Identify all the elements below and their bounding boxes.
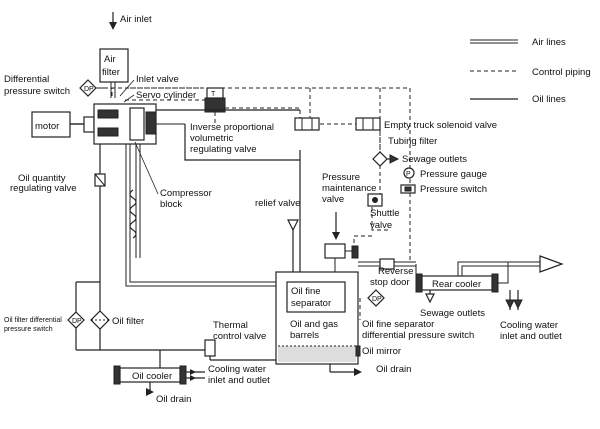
cw-left-label-1: Cooling water [208, 364, 266, 375]
servo-cylinder: T [204, 87, 226, 124]
air-outlet-arrow [539, 255, 564, 273]
control-line-top [130, 87, 411, 200]
air-inlet-label: Air inlet [120, 14, 152, 25]
sewage-outlets-bottom-label: Sewage outlets [420, 308, 485, 319]
oil-qty-label-2: regulating valve [10, 183, 77, 194]
legend: Air lines Control piping Oil lines [470, 37, 591, 105]
oil-filter-dp-label-2: pressure switch [4, 326, 53, 333]
svg-text:T: T [211, 91, 216, 98]
ofs-dp-label-1: Oil fine separator [362, 319, 434, 330]
relief-valve [287, 219, 299, 232]
pressure-gauge [403, 167, 415, 179]
empty-truck-label: Empty truck solenoid valve [384, 120, 497, 131]
pressure-maintenance-valve [324, 243, 346, 259]
air-inlet-group: Air inlet Air filter [99, 12, 152, 98]
pressure-switch-label: Pressure switch [420, 184, 487, 195]
relief-valve-label: relief valve [255, 198, 300, 209]
pressure-gauge-label: Pressure gauge [420, 169, 487, 180]
tubing-filter-label: Tubing filter [388, 136, 437, 147]
oil-gas-barrel: Oil fine separator Oil and gas barrels [275, 271, 361, 365]
svg-text:filter: filter [102, 67, 120, 78]
air-filter [99, 48, 129, 83]
pmv-label-2: maintenance [322, 183, 376, 194]
shuttle-label-1: Shuttle [370, 208, 400, 219]
thermal-label-1: Thermal [213, 320, 248, 331]
legend-oil-label: Oil lines [532, 94, 566, 105]
svg-text:Oil cooler: Oil cooler [132, 371, 172, 382]
oil-mirror [355, 345, 361, 357]
inverse-regulating-label-3: regulating valve [190, 144, 257, 155]
sewage-outlets-top-label: Sewage outlets [402, 154, 467, 165]
compressor-label-2: block [160, 199, 182, 210]
svg-text:separator: separator [291, 298, 331, 309]
svg-text:pressure switch: pressure switch [4, 86, 70, 97]
reverse-stop-door [379, 258, 395, 270]
oil-drain-left-label: Oil drain [156, 394, 191, 405]
svg-text:motor: motor [35, 121, 59, 132]
svg-text:Air: Air [104, 54, 116, 65]
svg-text:P: P [406, 171, 411, 178]
svg-text:barrels: barrels [290, 330, 319, 341]
legend-control-label: Control piping [532, 67, 591, 78]
cw-left-label-2: inlet and outlet [208, 375, 270, 386]
motor: motor [31, 111, 95, 138]
svg-text:Differential: Differential [4, 74, 49, 85]
inlet-valve-label: Inlet valve [136, 74, 179, 85]
legend-air-label: Air lines [532, 37, 566, 48]
reverse-label-1: Reverse [378, 266, 413, 277]
inverse-regulating-label-2: volumetric [190, 133, 234, 144]
flex-hose [129, 189, 137, 239]
oil-filter-dp-label-1: Oil filter differential [4, 317, 62, 324]
pmv-label-1: Pressure [322, 172, 360, 183]
servo-cylinder-label: Servo cylinder [136, 90, 196, 101]
svg-text:DP: DP [84, 86, 94, 93]
oil-drain-right-label: Oil drain [376, 364, 411, 375]
oil-fine-separator [286, 281, 346, 313]
cw-right-label-2: inlet and outlet [500, 331, 562, 342]
svg-text:DP: DP [72, 318, 82, 325]
svg-text:DP: DP [372, 296, 382, 303]
thermal-control-valve [204, 339, 216, 357]
oil-level [278, 346, 356, 362]
compressor-label-1: Compressor [160, 188, 212, 199]
inverse-regulating-label-1: Inverse proportional [190, 122, 274, 133]
cw-right-label-1: Cooling water [500, 320, 558, 331]
oil-cooler: Oil cooler [113, 365, 205, 385]
oil-qty-label-1: Oil quantity [18, 173, 66, 184]
oil-mirror-label: Oil mirror [362, 346, 401, 357]
rear-cooler: Rear cooler [415, 273, 499, 293]
ofs-dp-switch [367, 289, 385, 307]
reverse-label-2: stop door [370, 277, 410, 288]
pmv-label-3: valve [322, 194, 344, 205]
compressor-block [93, 103, 185, 145]
thermal-label-2: control valve [213, 331, 266, 342]
oil-filter-label: Oil filter [112, 316, 144, 327]
ofs-dp-label-2: differential pressure switch [362, 330, 474, 341]
svg-text:Rear cooler: Rear cooler [432, 279, 481, 290]
svg-text:Oil and gas: Oil and gas [290, 319, 338, 330]
shuttle-label-2: valve [370, 220, 392, 231]
svg-text:Oil fine: Oil fine [291, 286, 321, 297]
differential-pressure-switch: Differential pressure switch DP [4, 74, 108, 97]
empty-truck-solenoid-valve [294, 117, 381, 131]
tubing-filter [372, 151, 388, 167]
